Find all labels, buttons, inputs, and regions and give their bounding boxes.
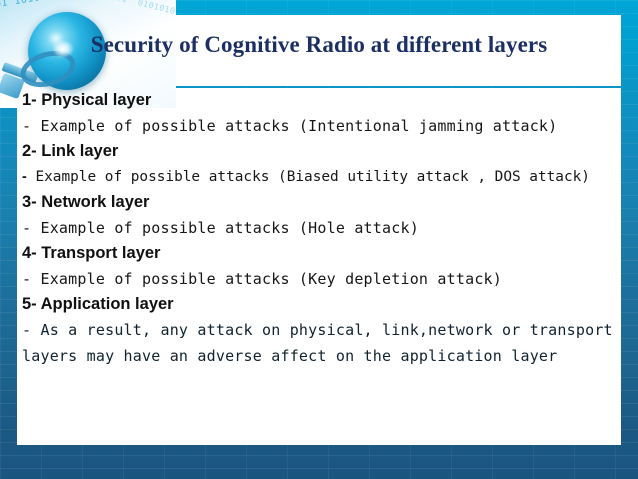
list-item: 4- Transport layer - Example of possible… bbox=[17, 241, 631, 292]
globe-highlight bbox=[52, 40, 74, 58]
bullet-dash: - bbox=[22, 117, 32, 135]
layer-detail-text: Example of possible attacks (Key depleti… bbox=[40, 270, 503, 288]
layer-detail-application: - As a result, any attack on physical, l… bbox=[17, 317, 631, 369]
list-item: 1- Physical layer - Example of possible … bbox=[17, 88, 631, 139]
list-item: 2- Link layer - Example of possible atta… bbox=[17, 139, 631, 190]
bullet-dash: - bbox=[22, 169, 27, 185]
bullet-dash: - bbox=[22, 270, 32, 288]
content-panel bbox=[17, 88, 621, 445]
layer-heading-link: 2- Link layer bbox=[22, 142, 119, 160]
layer-detail-link: - Example of possible attacks (Biased ut… bbox=[17, 164, 631, 190]
layer-detail-text: Example of possible attacks (Hole attack… bbox=[40, 219, 419, 237]
layer-detail-text: Example of possible attacks (Biased util… bbox=[35, 169, 590, 185]
layer-detail-network: - Example of possible attacks (Hole atta… bbox=[17, 215, 631, 241]
list-item: 5- Application layer - As a result, any … bbox=[17, 292, 631, 369]
layer-detail-transport: - Example of possible attacks (Key deple… bbox=[17, 266, 631, 292]
layer-detail-text: As a result, any attack on physical, lin… bbox=[22, 321, 613, 365]
list-item: 3- Network layer - Example of possible a… bbox=[17, 190, 631, 241]
layer-heading-transport: 4- Transport layer bbox=[22, 244, 161, 262]
layer-heading-application: 5- Application layer bbox=[22, 295, 174, 313]
bullet-dash: - bbox=[22, 219, 32, 237]
layers-list: 1- Physical layer - Example of possible … bbox=[17, 88, 631, 369]
page-title: Security of Cognitive Radio at different… bbox=[90, 32, 548, 57]
layer-heading-physical: 1- Physical layer bbox=[22, 91, 152, 109]
globe-magnifier-binary-graphic: 01001 10101 0110100101 1010 0110 0101010… bbox=[0, 0, 176, 108]
bullet-dash: - bbox=[22, 321, 32, 339]
layer-heading-network: 3- Network layer bbox=[22, 193, 150, 211]
layer-detail-physical: - Example of possible attacks (Intention… bbox=[17, 113, 631, 139]
layer-detail-text: Example of possible attacks (Intentional… bbox=[40, 117, 558, 135]
